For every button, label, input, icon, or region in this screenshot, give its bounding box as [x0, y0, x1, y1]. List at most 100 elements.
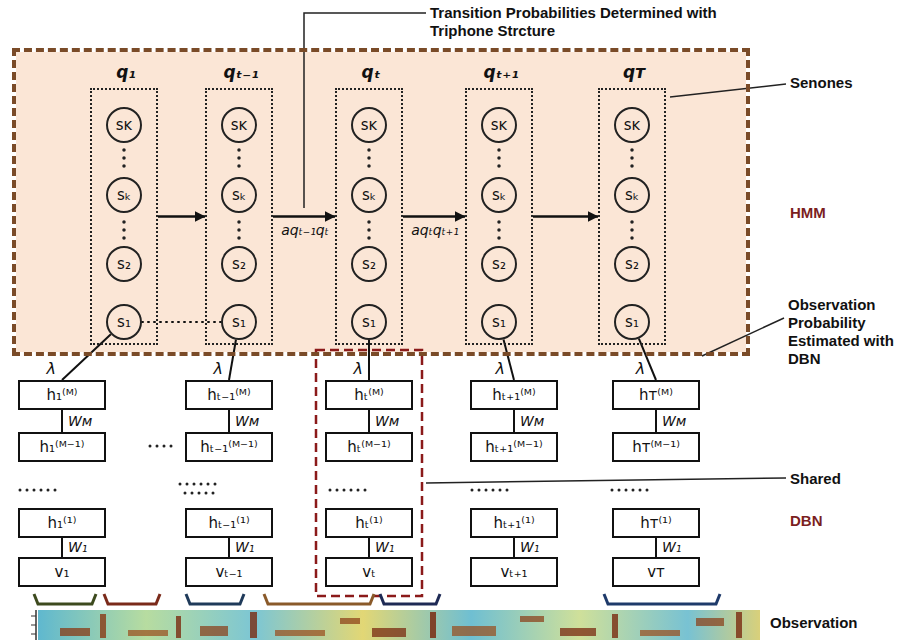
edge-label: λ: [496, 360, 505, 377]
state-label: sₖ: [232, 187, 246, 203]
hmm-region: HMMq₁sᴋsₖs₂s₁qₜ₋₁sᴋsₖs₂s₁qₜsᴋsₖs₂s₁qₜ₊₁s…: [12, 48, 750, 356]
state-label: sᴋ: [361, 117, 378, 133]
senone-state: sᴋ: [614, 107, 650, 143]
senone-state: s₁: [106, 304, 142, 340]
frame-bracket: [186, 594, 244, 604]
hidden-layer: hₜ₋₁⁽ᴹ⁻¹⁾: [185, 432, 273, 462]
layer-label: hₜ⁽ᴹ⁾: [354, 386, 383, 404]
senone-column: qₜ₋₁sᴋsₖs₂s₁: [205, 88, 273, 345]
connector-line: [61, 538, 63, 557]
layer-label: hₜ⁽ᴹ⁻¹⁾: [347, 438, 390, 456]
spectrogram-energy: [340, 618, 360, 624]
layer-label: hᴛ⁽¹⁾: [640, 514, 672, 532]
connector-line: [368, 410, 370, 432]
edge-label: Wᴍ: [662, 413, 686, 430]
edge-label-holder: aqₜqₜ₊₁: [410, 222, 460, 239]
label-holder: Shared: [790, 470, 841, 488]
state-label: s₂: [117, 256, 131, 272]
frame-bracket: [604, 594, 720, 604]
hidden-layer: hₜ₊₁⁽¹⁾: [470, 508, 558, 538]
layer-label: hᴛ⁽ᴹ⁾: [639, 386, 673, 404]
visible-layer: vₜ₋₁: [185, 557, 273, 587]
state-label: s₂: [492, 256, 506, 272]
hidden-layer: hₜ⁽¹⁾: [325, 508, 413, 538]
spectrogram-energy: [250, 612, 257, 638]
edge-label-holder: Wᴍ: [662, 413, 686, 430]
ellipsis-dots: [497, 150, 501, 170]
edge-label-holder: W₁: [68, 539, 87, 556]
frame-bracket: [380, 594, 440, 604]
spectrogram-energy: [128, 630, 168, 636]
state-label: s₁: [117, 314, 131, 330]
transition-arrow: [403, 215, 465, 218]
connector-line: [228, 410, 230, 432]
senone-state: sₖ: [614, 177, 650, 213]
layer-label: vₜ: [362, 563, 375, 581]
state-label: sᴋ: [491, 117, 508, 133]
edge-label: λ: [636, 360, 645, 377]
edge-label: Wᴍ: [375, 413, 399, 430]
column-title-holder: qᴛ: [570, 62, 698, 82]
senone-state: s₁: [221, 304, 257, 340]
edge-label-holder: aqₜ₋₁qₜ: [280, 222, 330, 239]
edge-label-holder: λ: [496, 360, 505, 377]
spectrogram-axis: [31, 634, 36, 635]
layer-label: hₜ₊₁⁽¹⁾: [493, 514, 534, 532]
hidden-layer: h₁⁽¹⁾: [18, 508, 106, 538]
spectrogram-energy: [200, 626, 228, 636]
edge-label-holder: λ: [214, 360, 223, 377]
edge-label: aqₜqₜ₊₁: [410, 222, 460, 239]
ellipsis-dots: [367, 222, 371, 240]
frame-bracket: [34, 594, 96, 604]
connector-line: [368, 538, 370, 557]
edge-label-holder: W₁: [375, 539, 394, 556]
spectrogram-energy: [100, 614, 106, 638]
spectrogram-energy: [520, 616, 544, 622]
edge-label-holder: W₁: [520, 539, 539, 556]
label-holder: Observation Probability Estimated with D…: [788, 296, 900, 368]
edge-label-holder: Wᴍ: [68, 413, 92, 430]
layer-label: hₜ₋₁⁽¹⁾: [208, 514, 249, 532]
senone-state: sᴋ: [106, 107, 142, 143]
state-label: sᴋ: [231, 117, 248, 133]
state-label: sᴋ: [624, 117, 641, 133]
state-variable: q₁: [116, 62, 136, 82]
callout-label: Shared: [790, 470, 841, 488]
transition-arrow: [142, 321, 221, 323]
edge-label: λ: [47, 360, 56, 377]
state-label: sₖ: [492, 187, 506, 203]
edge-label-holder: Wᴍ: [520, 413, 544, 430]
senone-state: s₂: [481, 246, 517, 282]
callout-label: Observation Probability Estimated with D…: [788, 296, 900, 368]
hidden-layer: hᴛ⁽ᴹ⁾: [612, 380, 700, 410]
ellipsis-dots: [20, 489, 60, 492]
connector-line: [229, 340, 236, 380]
hidden-layer: h₁⁽ᴹ⁻¹⁾: [18, 432, 106, 462]
spectrogram-energy: [452, 626, 496, 636]
senone-state: sᴋ: [481, 107, 517, 143]
ellipsis-dots: [367, 150, 371, 170]
state-label: s₁: [232, 314, 246, 330]
state-label: sᴋ: [116, 117, 133, 133]
state-variable: qₜ₊₁: [483, 62, 518, 82]
ellipsis-dots: [630, 222, 634, 240]
hidden-layer: hₜ⁽ᴹ⁾: [325, 380, 413, 410]
edge-label: Wᴍ: [520, 413, 544, 430]
layer-label: vₜ₊₁: [500, 563, 527, 581]
connector-line: [655, 538, 657, 557]
state-label: s₂: [625, 256, 639, 272]
hidden-layer: hₜ₊₁⁽ᴹ⁻¹⁾: [470, 432, 558, 462]
senone-state: s₂: [221, 246, 257, 282]
connector-line: [368, 340, 370, 380]
column-title-holder: qₜ₋₁: [177, 62, 305, 82]
edge-label-holder: W₁: [662, 539, 681, 556]
transition-arrow: [533, 215, 598, 218]
spectrogram-axis: [31, 616, 36, 617]
senone-state: sₖ: [221, 177, 257, 213]
senone-state: s₂: [106, 246, 142, 282]
column-title-holder: qₜ: [307, 62, 435, 82]
senone-column: qₜsᴋsₖs₂s₁: [335, 88, 403, 345]
spectrogram-energy: [736, 612, 742, 638]
edge-label: W₁: [375, 539, 394, 556]
